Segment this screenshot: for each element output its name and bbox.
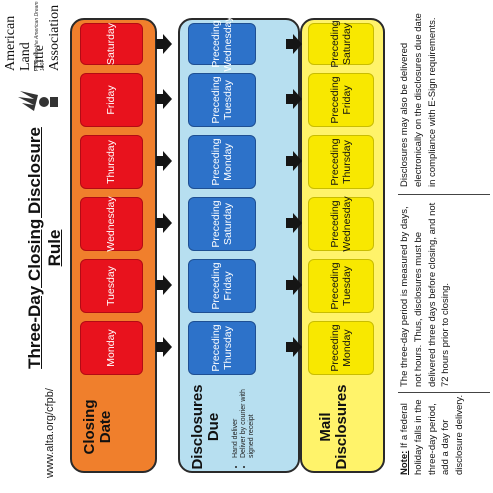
eagle-logo-icon [18, 91, 58, 111]
closing-day-box: Monday [80, 321, 143, 375]
mail-disclosures-label: Mail Disclosures [317, 384, 350, 470]
note-label: Note: [399, 450, 410, 475]
mail-day-box: Preceding Wednesday [308, 196, 374, 252]
due-day-box: Preceding Wednesday [188, 16, 256, 72]
closing-day-box: Wednesday [80, 196, 143, 252]
hours-note: The three-day period is measured by days… [399, 202, 452, 387]
mail-day-box: Preceding Tuesday [308, 259, 374, 313]
mail-day-box: Preceding Thursday [308, 135, 374, 189]
logo-tagline: Protecting the American Dream since 1907 [34, 0, 46, 71]
mail-day-box: Preceding Friday [308, 73, 374, 127]
logo-name-line1: American Land [3, 15, 33, 71]
closing-date-label: Closing Date [81, 399, 114, 455]
disclosures-due-label: Disclosures Due [189, 384, 222, 470]
website-url[interactable]: www.alta.org/cfpb/ [44, 388, 56, 478]
due-day-box: Preceding Monday [188, 135, 256, 189]
note-divider [398, 194, 490, 195]
due-day-box: Preceding Tuesday [188, 73, 256, 127]
closing-day-box: Thursday [80, 135, 143, 189]
due-day-box: Preceding Friday [188, 259, 256, 313]
mail-day-box: Preceding Saturday [308, 20, 374, 68]
due-note-courier: Deliver by courier with signed receipt [240, 368, 256, 458]
holiday-note: Note: If a federal holiday falls in the … [398, 393, 467, 475]
due-day-box: Preceding Thursday [188, 321, 256, 375]
mail-day-box: Preceding Monday [308, 321, 374, 375]
due-day-box: Preceding Saturday [188, 197, 256, 251]
due-delivery-notes: Hand deliver Deliver by courier with sig… [232, 368, 256, 467]
closing-day-box: Friday [80, 73, 143, 127]
esign-note: Disclosures may also be delivered electr… [399, 13, 438, 187]
page-title: Three-Day Closing Disclosure Rule [25, 127, 64, 369]
note-divider [398, 392, 490, 393]
closing-day-box: Tuesday [80, 259, 143, 313]
due-note-hand-deliver: Hand deliver [232, 368, 240, 458]
closing-day-box: Saturday [80, 23, 143, 65]
